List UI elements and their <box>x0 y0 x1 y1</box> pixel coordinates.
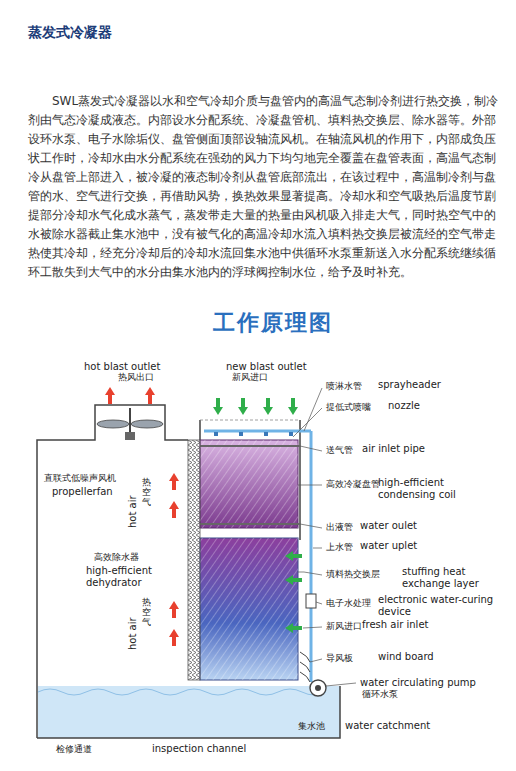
top-opening <box>200 420 300 421</box>
part-label: stuffing heat exchange layer <box>402 566 484 589</box>
nozzle-mark <box>289 432 293 436</box>
part-label: nozzle <box>388 400 420 412</box>
pump <box>310 680 326 696</box>
part-label: high-efficient condensing coil <box>378 477 468 500</box>
description-paragraph: SWL蒸发式冷凝器以水和空气冷却介质与盘管内的高温气态制冷剂进行热交换，制冷剂由… <box>28 92 500 282</box>
part-label: high-efficient dehydrator <box>86 565 166 588</box>
part-label: 喷淋水管 <box>326 382 362 392</box>
part-label: hot blast outlet <box>84 361 160 373</box>
fresh-air-arrow <box>285 575 302 585</box>
new-air-arrow <box>288 398 298 415</box>
condensing-coil <box>200 440 298 528</box>
housing <box>37 405 340 738</box>
hot-air-arrow <box>105 387 115 404</box>
leader-line <box>298 485 322 486</box>
part-label: 循环水泵 <box>362 690 398 700</box>
part-label: 上水管 <box>326 543 353 553</box>
leader-line <box>300 446 322 451</box>
new-air-arrow <box>213 398 223 415</box>
part-label: new blast outlet <box>226 361 307 373</box>
nozzle-mark <box>214 432 218 436</box>
nozzle-mark <box>239 432 243 436</box>
leader-line <box>316 602 322 604</box>
part-label: fresh air inlet <box>362 619 428 631</box>
part-label: propellerfan <box>52 486 113 498</box>
water-surface <box>38 689 326 695</box>
fresh-air-arrow <box>285 551 302 561</box>
part-label: 填料热交换层 <box>326 570 380 580</box>
hot-air-arrow <box>169 601 179 618</box>
leader-line <box>313 548 322 549</box>
leader-line <box>300 524 322 528</box>
part-label: 提低式喷嘴 <box>326 403 371 413</box>
part-label: 热风出口 <box>118 373 154 383</box>
leader-line <box>310 659 322 662</box>
fan-motor <box>125 432 135 440</box>
stuffing-layer <box>200 538 298 680</box>
part-label: water circulating pump <box>360 677 476 689</box>
water-uplet-pipe <box>310 431 313 682</box>
leader-line <box>298 572 322 575</box>
dehydrator <box>188 440 200 680</box>
part-label: 高效除水器 <box>94 553 139 563</box>
new-air-arrow <box>238 398 248 415</box>
leader-line <box>293 408 322 437</box>
hot-air-arrow <box>145 387 155 404</box>
part-label: wind board <box>378 651 434 663</box>
part-label: 送气管 <box>326 446 353 456</box>
flow-label: 热空气 <box>142 478 151 508</box>
hot-air-arrow <box>169 473 179 490</box>
part-label: inspection channel <box>152 743 246 755</box>
water-outlet-pipe <box>200 523 300 525</box>
wind-board <box>300 652 310 682</box>
part-label: 导风板 <box>326 654 353 664</box>
leader-lines <box>293 388 356 686</box>
flow-label: hot air <box>127 495 139 528</box>
page-title: 蒸发式冷凝器 <box>28 24 112 40</box>
part-label: water uplet <box>360 540 417 552</box>
flow-label: hot air <box>127 617 139 650</box>
new-air-arrow <box>263 398 273 415</box>
pump-hub <box>315 685 321 691</box>
part-label: 新风进口 <box>326 622 362 632</box>
fan-blade <box>97 420 129 428</box>
nozzles <box>214 432 293 436</box>
fan-blade <box>131 420 163 428</box>
water-curing-device <box>306 594 316 608</box>
part-label: air inlet pipe <box>362 443 425 455</box>
part-label: water catchment <box>345 720 430 732</box>
hot-air-arrow <box>169 629 179 646</box>
part-label: water oulet <box>360 520 417 532</box>
part-label: 直联式低噪声风机 <box>44 474 116 484</box>
water-pool <box>38 686 340 738</box>
leader-line <box>326 683 356 686</box>
part-label: 检修通道 <box>56 745 92 755</box>
part-label: 高效冷凝盘管 <box>326 480 380 490</box>
part-label: 新风进口 <box>232 373 268 383</box>
part-label: electronic water-curing device <box>378 594 503 617</box>
leader-line <box>304 388 322 431</box>
section-heading: 工作原理图 <box>213 310 333 335</box>
air-inlet-pipe <box>200 445 300 447</box>
part-label: 集水池 <box>298 722 325 732</box>
spray-header <box>204 430 311 433</box>
nozzle-mark <box>264 432 268 436</box>
part-label: 出液管 <box>326 523 353 533</box>
part-label: 电子水处理 <box>326 599 371 609</box>
hot-air-arrow <box>169 501 179 518</box>
part-label: sprayheader <box>378 379 441 391</box>
leader-line <box>303 627 322 628</box>
stuffing-texture <box>200 538 298 680</box>
coil-texture <box>200 440 298 528</box>
fresh-air-arrow <box>285 623 302 633</box>
flow-label: 热空气 <box>142 598 151 628</box>
